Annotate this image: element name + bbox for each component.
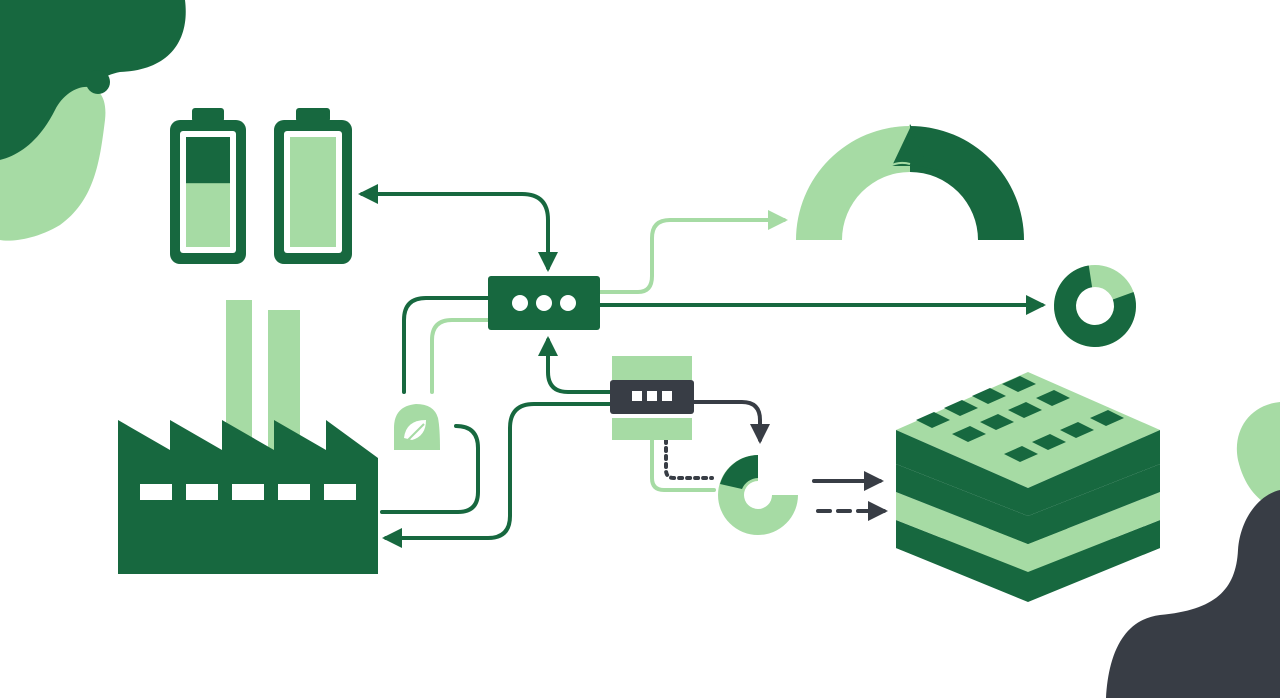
flow-leaf-hub <box>430 318 490 394</box>
flow-converter-ring <box>690 400 770 444</box>
flow-factory-hub <box>402 296 490 394</box>
flow-hub-gauge <box>598 210 788 294</box>
leaf-badge-icon <box>394 404 440 450</box>
flow-converter-hub <box>538 336 614 394</box>
flow-hub-batteries <box>358 184 558 272</box>
storage-stack-icon <box>896 372 1160 602</box>
flow-converter-ring-dotted <box>664 438 714 480</box>
battery-full-icon <box>274 108 352 264</box>
battery-partial-icon <box>170 108 246 264</box>
decor-blob-top-left <box>0 0 186 241</box>
donut-chart-icon <box>1054 265 1136 347</box>
flow-leaf-factory <box>380 424 480 514</box>
flow-lines <box>358 184 1046 548</box>
decor-blob-bottom-right <box>1106 402 1280 698</box>
flow-converter-light-leg <box>650 438 716 492</box>
converter-node-icon <box>610 356 694 440</box>
factory-icon <box>118 300 378 574</box>
partial-ring-icon <box>718 455 798 535</box>
flow-converter-factory <box>382 402 614 548</box>
control-hub-icon <box>488 276 600 330</box>
gauge-icon <box>796 124 1024 240</box>
